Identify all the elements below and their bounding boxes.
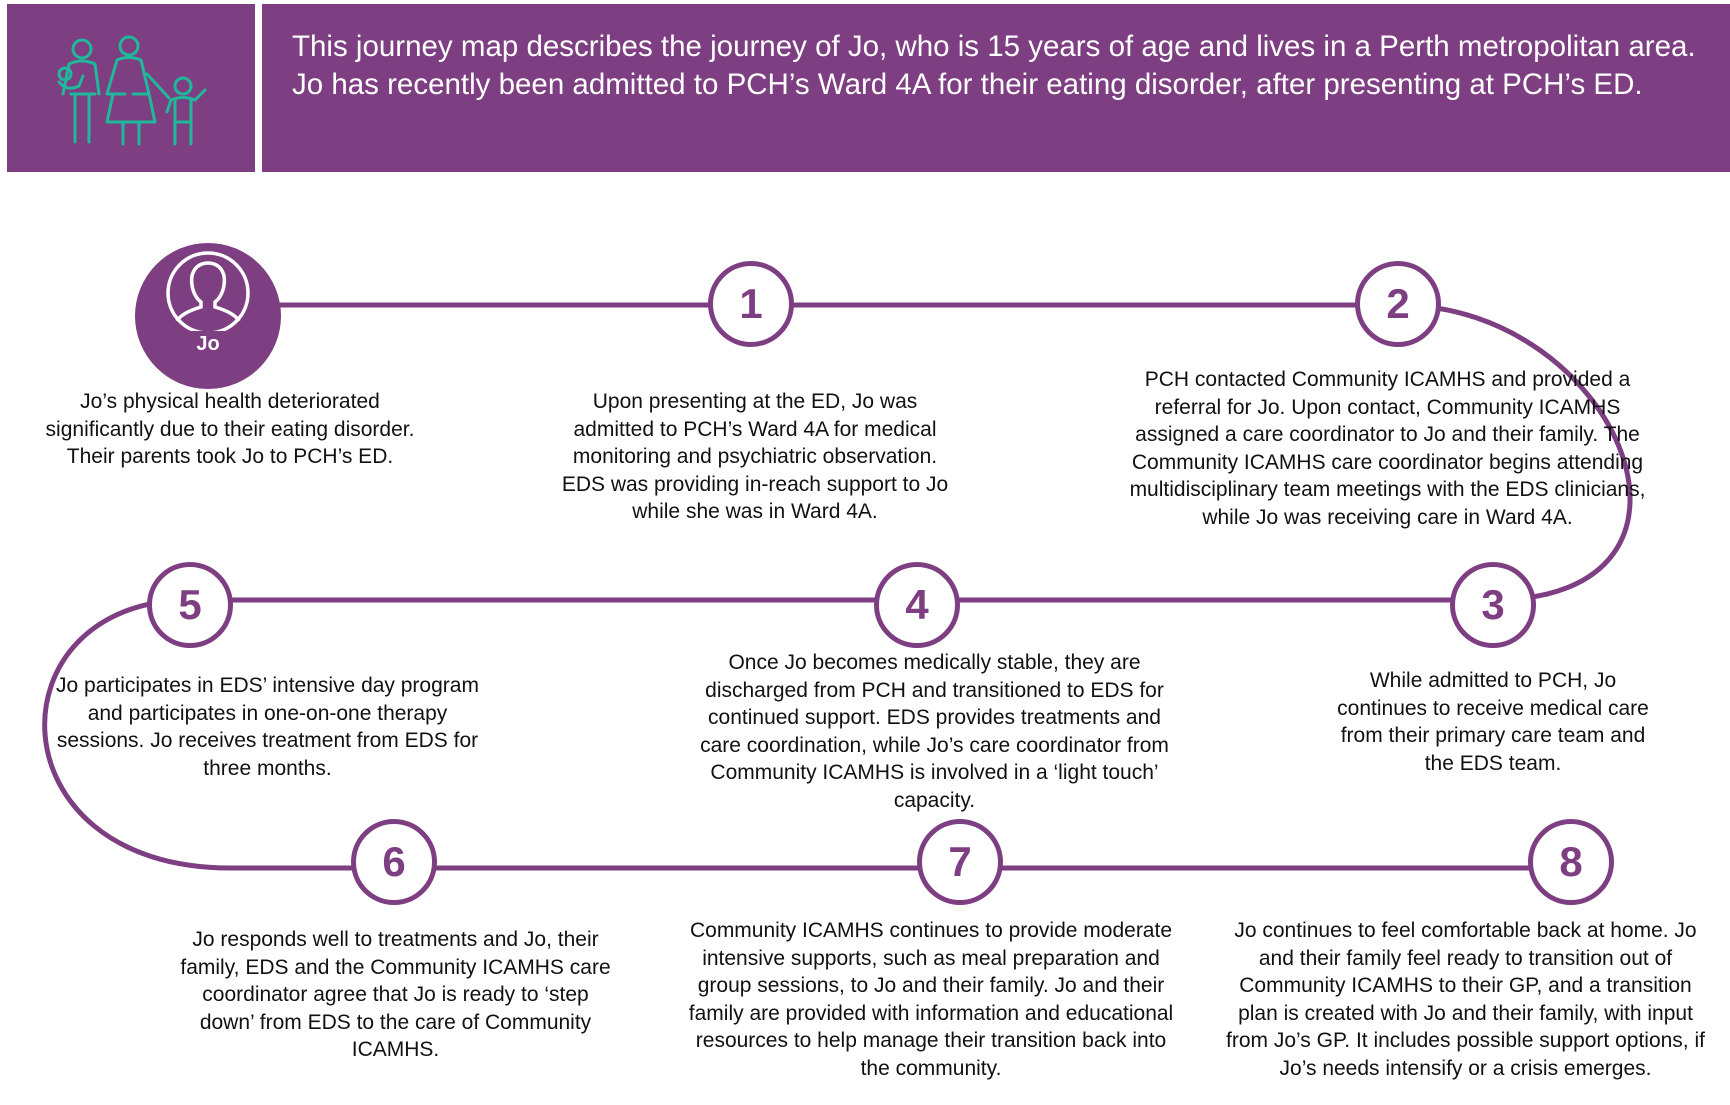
family-icon xyxy=(57,35,207,146)
step-text-8: Jo continues to feel comfortable back at… xyxy=(1226,919,1705,1080)
step-number-2: 2 xyxy=(1355,261,1441,347)
person-icon xyxy=(166,251,250,331)
jo-avatar: Jo xyxy=(135,243,281,389)
avatar-label: Jo xyxy=(196,333,220,355)
step-text-1: Upon presenting at the ED, Jo was admitt… xyxy=(561,390,949,523)
step-number-3: 3 xyxy=(1450,562,1536,648)
header-divider xyxy=(255,4,262,172)
step-number-6: 6 xyxy=(351,819,437,905)
step-text-3: While admitted to PCH, Jo continues to r… xyxy=(1337,669,1649,775)
step-number-5: 5 xyxy=(147,562,233,648)
step-number-7: 7 xyxy=(917,819,1003,905)
step-text-2: PCH contacted Community ICAMHS and provi… xyxy=(1129,368,1646,529)
step-number-8: 8 xyxy=(1528,819,1614,905)
step-number-4: 4 xyxy=(874,562,960,648)
step-text-6: Jo responds well to treatments and Jo, t… xyxy=(180,928,611,1061)
step-text-7: Community ICAMHS continues to provide mo… xyxy=(688,919,1174,1080)
header-description: This journey map describes the journey o… xyxy=(292,30,1696,101)
step-number-1: 1 xyxy=(708,261,794,347)
step-text-4: Once Jo becomes medically stable, they a… xyxy=(700,651,1169,812)
step-text-5: Jo participates in EDS’ intensive day pr… xyxy=(56,674,479,780)
header-banner: This journey map describes the journey o… xyxy=(7,4,1730,172)
start-description: Jo’s physical health deteriorated signif… xyxy=(45,390,415,468)
